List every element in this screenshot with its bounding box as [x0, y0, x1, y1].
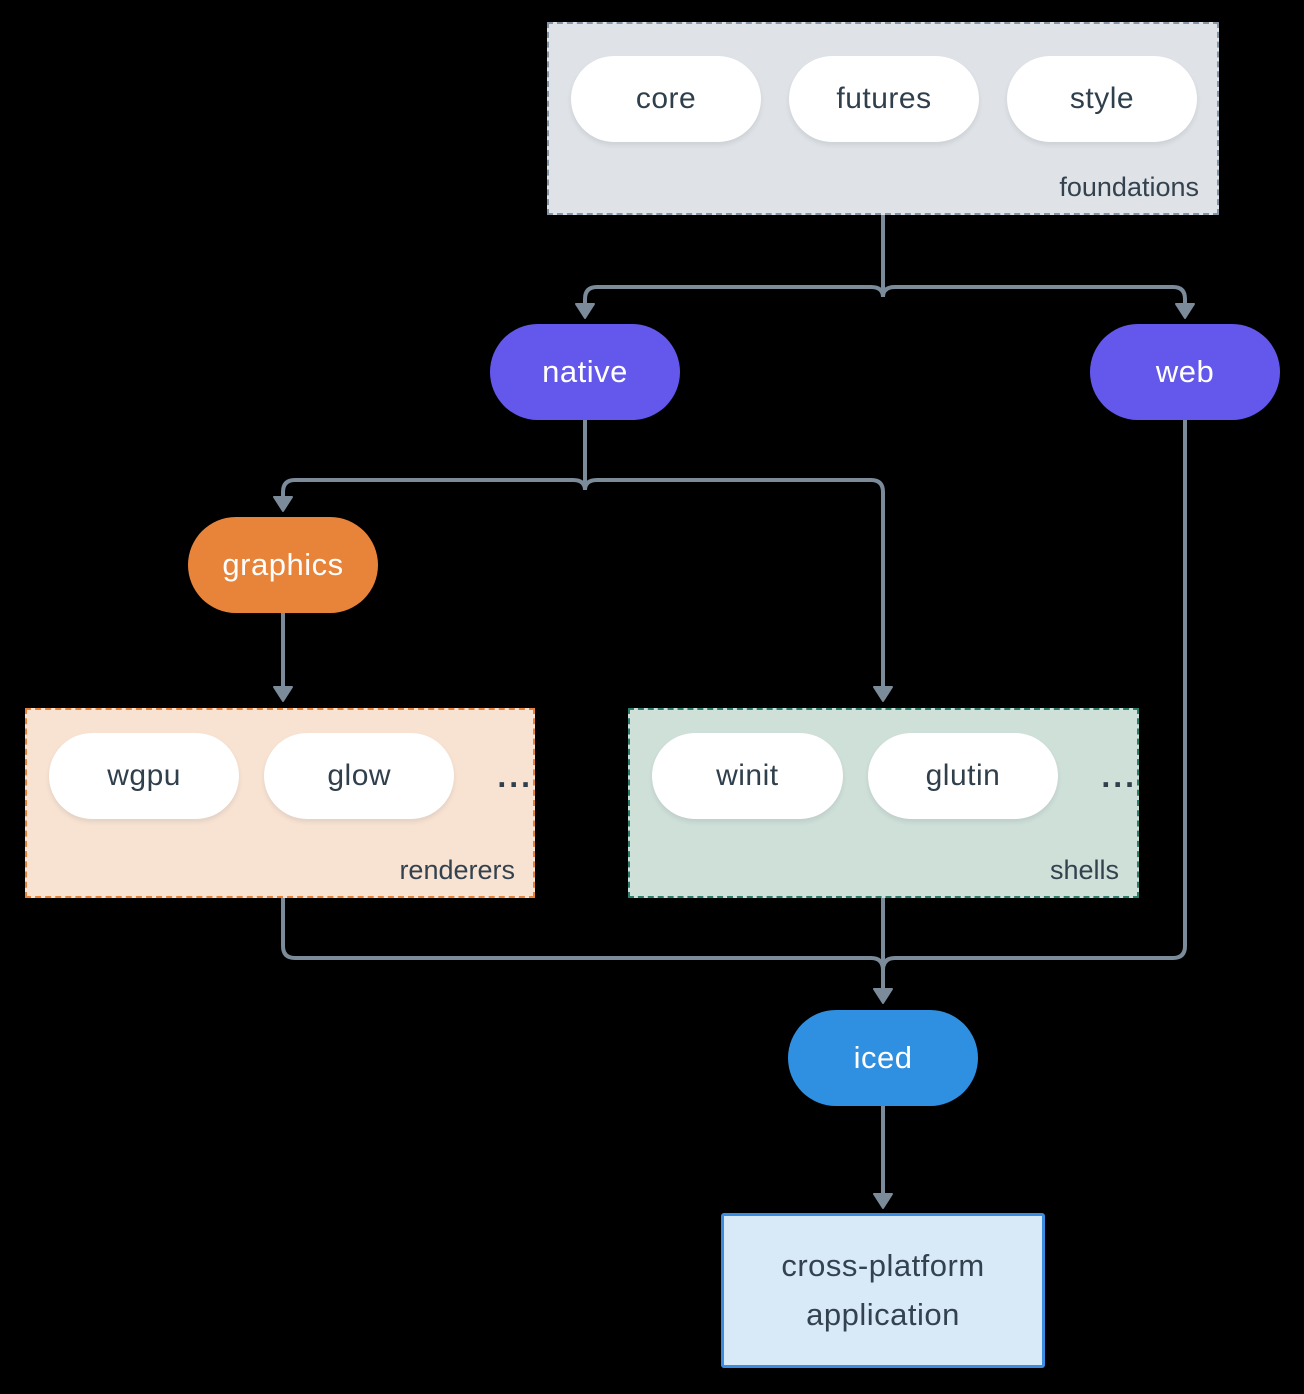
node-winit: winit [652, 733, 843, 819]
arrowhead-native [575, 303, 595, 319]
arrowhead-graphics [273, 496, 293, 512]
node-iced: iced [788, 1010, 978, 1106]
renderers-pill-row: wgpu glow ... [27, 710, 533, 819]
shells-pill-row: winit glutin ... [630, 710, 1137, 819]
renderers-ellipsis: ... [497, 757, 533, 794]
arrow-renderers-to-iced [281, 898, 885, 971]
arrowhead-iced [873, 988, 893, 1004]
arrowhead-shells [873, 686, 893, 702]
node-style: style [1007, 56, 1197, 142]
arrowhead-web [1175, 303, 1195, 319]
node-glutin: glutin [867, 733, 1059, 819]
application-label: cross-platform application [781, 1248, 985, 1332]
arrowhead-renderers [273, 686, 293, 702]
node-futures: futures [789, 56, 979, 142]
shells-label: shells [1049, 855, 1119, 885]
node-application: cross-platform application [721, 1213, 1045, 1368]
renderers-label: renderers [399, 855, 515, 885]
arrow-foundations-to-web [881, 285, 1187, 305]
node-web: web [1090, 324, 1280, 420]
foundations-group: core futures style foundations [547, 22, 1219, 215]
renderers-group: wgpu glow ... renderers [25, 708, 535, 898]
arrow-foundations-to-native [583, 285, 885, 305]
node-native: native [490, 324, 680, 420]
arrow-native-to-graphics [281, 478, 587, 498]
arrow-native-to-shells [583, 478, 885, 688]
node-core: core [571, 56, 761, 142]
node-graphics: graphics [188, 517, 378, 613]
shells-ellipsis: ... [1101, 757, 1137, 794]
node-wgpu: wgpu [49, 733, 240, 819]
arrowhead-application [873, 1193, 893, 1209]
node-glow: glow [264, 733, 455, 819]
shells-group: winit glutin ... shells [628, 708, 1139, 898]
foundations-pill-row: core futures style [549, 24, 1217, 142]
foundations-label: foundations [1059, 172, 1199, 202]
